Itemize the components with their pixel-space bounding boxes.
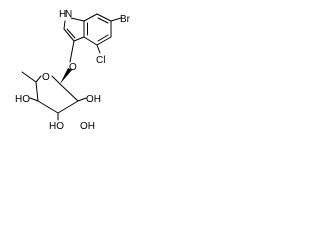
atom-label-oh-c5: OH <box>80 121 95 132</box>
sugar-ring <box>35 75 79 114</box>
indole-pyrrole-ring <box>63 17 85 42</box>
atom-label-n: N <box>65 9 72 20</box>
double-bond-c2-c3 <box>66 28 76 39</box>
bond-c7-c6 <box>96 13 112 22</box>
bond-c2-oh <box>77 97 87 102</box>
bond-c4-oh <box>29 97 39 102</box>
bond-c5-methyl <box>21 71 37 83</box>
atom-label-oh-c2: OH <box>86 94 101 105</box>
bond-c4-cl <box>96 44 101 54</box>
indole-benzene-ring <box>83 13 112 46</box>
atom-label-o-glycosidic: O <box>69 62 77 73</box>
atom-label-ho-c4: HO <box>15 94 30 105</box>
bond-c1-o-ring <box>51 75 61 85</box>
atom-label-h: H <box>59 9 66 20</box>
bond-n1-c2 <box>63 20 66 30</box>
atom-label-cl: Cl <box>96 55 105 66</box>
bond-c3-c3a <box>73 36 85 42</box>
double-bond-c5-c4 <box>97 34 109 42</box>
atom-label-br: Br <box>120 14 131 25</box>
bond-c2-c3 <box>63 28 75 42</box>
atom-label-o-ring: O <box>42 72 50 83</box>
bond-c4-c3a <box>83 36 98 46</box>
chemical-structure: H N Br Cl O O OH HO HO OH <box>15 9 131 132</box>
atom-label-ho-c3: HO <box>49 121 64 132</box>
bond-c5-c4 <box>96 36 112 46</box>
bond-c5-br <box>110 17 122 22</box>
bond-c5-c4 <box>35 81 39 102</box>
bond-c7a-c7 <box>83 13 98 22</box>
bond-c2-c1 <box>59 83 79 102</box>
bond-c4-c3 <box>37 100 59 114</box>
double-bond-c7-c6 <box>97 17 109 24</box>
bond-c3-o-glycosidic <box>69 40 75 63</box>
wedge-c1-o <box>60 68 72 84</box>
bond-o-ring-c5 <box>35 75 42 83</box>
bond-c7a-n1 <box>70 17 85 22</box>
bond-c3-c2 <box>57 100 79 114</box>
